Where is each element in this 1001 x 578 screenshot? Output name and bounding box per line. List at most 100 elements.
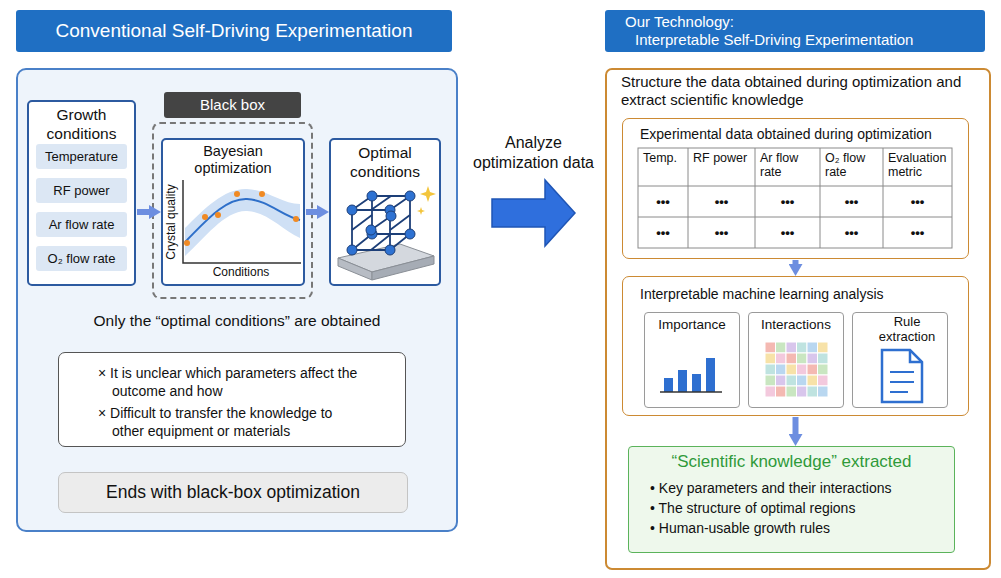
table-cell: ••• — [821, 187, 882, 216]
node-text: Interpretable Self-Driving Experimentati… — [635, 31, 985, 49]
heatmap-icon — [797, 375, 808, 386]
node-text: “Scientific knowledge” extracted — [628, 452, 955, 472]
table-cell: RF power — [689, 150, 754, 184]
note-text: Only the “optimal conditions” are obtain… — [16, 312, 458, 331]
node-text: • The structure of optimal regions — [650, 500, 950, 517]
lattice-atoms — [347, 245, 357, 255]
substrate-slab — [338, 244, 434, 280]
block-arrow — [492, 180, 575, 246]
heatmap-icon — [818, 364, 829, 375]
bar-chart-icon — [692, 374, 701, 392]
heatmap-icon — [776, 375, 787, 386]
heatmap-icon — [776, 364, 787, 375]
bayesian-chart — [293, 216, 299, 222]
node-text: Temperature — [36, 144, 127, 169]
document-icon — [890, 372, 914, 392]
heatmap-icon — [786, 364, 797, 375]
lattice-atoms — [386, 211, 396, 221]
node-text: Interpretable machine learning analysis — [640, 286, 960, 303]
heatmap-icon — [807, 386, 818, 397]
parameter-chip: O₂ flow rate — [36, 246, 127, 271]
heatmap-icon — [797, 342, 808, 353]
heatmap-icon — [765, 364, 776, 375]
node-text: Ends with black-box optimization — [58, 472, 408, 513]
heatmap-icon — [765, 342, 828, 397]
substrate-slab — [372, 256, 434, 280]
node-text: Interactions — [750, 317, 842, 333]
node-text: • Key parameters and their interactions — [650, 480, 950, 497]
table-cell: Temp. — [639, 150, 687, 184]
heatmap-icon — [776, 386, 787, 397]
heatmap-icon — [786, 353, 797, 364]
table-cell: O₂ flow rate — [821, 150, 882, 184]
node-text: Bayesian optimization — [165, 143, 301, 178]
drawback-box: × It is unclear which parameters affect … — [58, 352, 406, 447]
node-text: Conventional Self-Driving Experimentatio… — [16, 10, 452, 52]
bayesian-chart — [185, 199, 300, 242]
heatmap-icon — [807, 364, 818, 375]
table-cell: ••• — [884, 187, 951, 216]
heatmap-icon — [818, 375, 829, 386]
node-text: O₂ flow rate — [36, 246, 127, 271]
heatmap-icon — [797, 353, 808, 364]
lattice-atoms — [405, 229, 415, 239]
data-table-grid — [638, 148, 952, 248]
bar-chart-icon — [660, 358, 722, 392]
lattice-atoms — [347, 191, 415, 255]
axis-label: Crystal quality — [163, 177, 179, 267]
table-cell: ••• — [639, 218, 687, 247]
flow-arrow — [306, 209, 319, 215]
heatmap-icon — [776, 342, 787, 353]
sparkle — [420, 186, 436, 202]
bar-chart-icon — [660, 391, 722, 393]
node-text: Importance — [646, 317, 738, 333]
lattice-atoms — [385, 245, 395, 255]
heatmap-icon — [786, 375, 797, 386]
node-text: RF power — [36, 178, 127, 203]
data-table-grid — [638, 148, 952, 248]
bayesian-chart — [234, 191, 240, 197]
parameter-chip: Ar flow rate — [36, 212, 127, 237]
document-icon — [910, 350, 922, 362]
heatmap-icon — [807, 375, 818, 386]
crystal-lattice — [352, 196, 410, 250]
crystal-lattice — [352, 196, 410, 250]
node-text: × It is unclear which parameters affect … — [98, 364, 362, 400]
heatmap-icon — [776, 353, 787, 364]
bayesian-chart — [184, 240, 190, 246]
conditions-box: Growth conditionsTemperature RF power Ar f… — [27, 100, 136, 286]
table-cell: ••• — [689, 187, 754, 216]
node-text: Ar flow rate — [36, 212, 127, 237]
heatmap-icon — [786, 386, 797, 397]
flow-arrow — [793, 260, 799, 266]
lattice-atoms — [367, 191, 377, 201]
table-cell: ••• — [821, 218, 882, 247]
table-cell: ••• — [756, 218, 819, 247]
node-text: × Difficult to transfer the knowledge to… — [98, 404, 362, 440]
bayesian-chart — [183, 180, 301, 263]
sparkle — [417, 207, 425, 215]
bayesian-chart — [185, 189, 300, 256]
knowledge-box: “Scientific knowledge” extracted • Key pa… — [628, 446, 955, 553]
conclusion-box: Ends with black-box optimization — [58, 472, 408, 513]
heatmap-icon — [765, 342, 776, 353]
heatmap-icon — [807, 353, 818, 364]
bayesian-chart — [202, 214, 208, 220]
document-icon — [882, 350, 922, 402]
bayesian-chart — [215, 212, 221, 218]
data-table-grid — [638, 148, 952, 248]
heatmap-icon — [765, 386, 776, 397]
lattice-atoms — [405, 191, 415, 201]
heatmap-icon — [818, 342, 829, 353]
parameter-chip: Temperature — [36, 144, 127, 169]
node-text: Growth conditions — [31, 106, 132, 143]
bayesian-chart — [183, 180, 301, 263]
table-cell: Evaluation metric — [884, 150, 951, 184]
bar-chart-icon — [664, 378, 673, 392]
lattice-atoms — [366, 225, 376, 235]
flow-arrow — [793, 417, 799, 436]
table-cell: ••• — [639, 187, 687, 216]
heatmap-icon — [786, 342, 797, 353]
node-text: Experimental data obtained during optimi… — [640, 126, 960, 143]
table-cell: Ar flow rate — [756, 150, 819, 184]
